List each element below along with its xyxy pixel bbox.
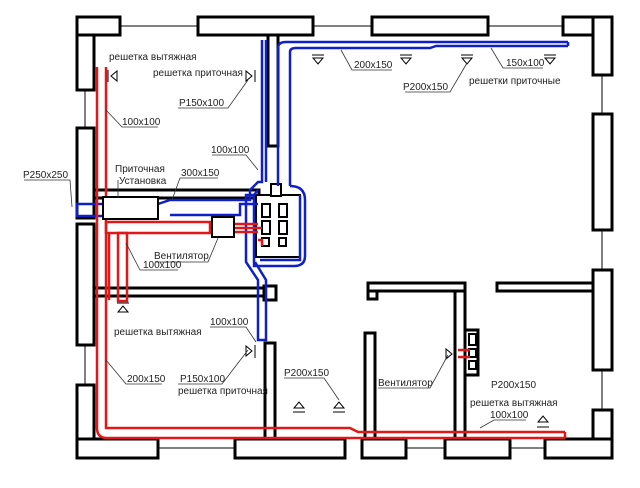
- air-handling-unit: [102, 196, 159, 220]
- exhaust-grille-icon: [536, 415, 550, 428]
- supply-ducts: [75, 40, 570, 342]
- label-duct-size: 150х100: [506, 58, 545, 69]
- supply-grille-icon: [332, 401, 346, 413]
- supply-grille-icon: [245, 344, 256, 358]
- label-duct-size: 100х100: [143, 260, 182, 271]
- label-grille-size: Р150х100: [180, 374, 225, 385]
- label-supply-grille: решетка приточная: [178, 386, 268, 397]
- supply-grille-icon: [460, 54, 474, 65]
- label-fan: Вентилятор: [378, 378, 433, 389]
- label-duct-size: 200х150: [127, 374, 166, 385]
- supply-grille-icon: [399, 54, 413, 65]
- label-duct-size: 200х150: [354, 60, 393, 71]
- label-grille-size: Р150х100: [179, 98, 224, 109]
- walls: [75, 15, 614, 460]
- exhaust-grille-icon: [107, 69, 118, 83]
- label-grille-size: Р200х150: [403, 82, 448, 93]
- supply-grille-icon: [311, 54, 325, 65]
- supply-grille-icon: [543, 54, 557, 65]
- label-duct-size: 300х150: [181, 168, 220, 179]
- label-exhaust-grille: решетка вытяжная: [114, 327, 202, 338]
- label-duct-size: 100х100: [490, 410, 529, 421]
- label-grille-size: Р200х150: [491, 380, 536, 391]
- label-duct-size: 100х100: [211, 145, 250, 156]
- label-ahu: Установка: [119, 176, 167, 187]
- label-supply-grilles: решетки приточные: [469, 76, 561, 87]
- grilles: [107, 54, 557, 428]
- label-exhaust-grille: решетка вытяжная: [470, 398, 558, 409]
- label-fan: Вентилятор: [154, 251, 209, 262]
- supply-grille-icon: [292, 401, 306, 413]
- leader-lines: [24, 47, 543, 429]
- label-grille-size: Р200х150: [284, 368, 329, 379]
- labels: решетка вытяжная решетка приточная Р150х…: [23, 52, 561, 421]
- label-duct-size: 100х100: [122, 117, 161, 128]
- label-duct-size: 100х100: [210, 317, 249, 328]
- label-supply-grille: решетка приточная: [153, 68, 243, 79]
- ventilation-shaft: [255, 183, 477, 370]
- exhaust-ducts: [95, 67, 567, 440]
- label-exhaust-grille: решетка вытяжная: [109, 52, 197, 63]
- exhaust-grille-icon: [445, 347, 456, 361]
- fan-unit-left: [211, 216, 235, 238]
- exhaust-grille-icon: [116, 302, 130, 313]
- supply-grille-icon: [245, 69, 256, 83]
- label-ahu: Приточная: [115, 164, 165, 175]
- label-intake-grille-size: Р250х250: [23, 170, 68, 181]
